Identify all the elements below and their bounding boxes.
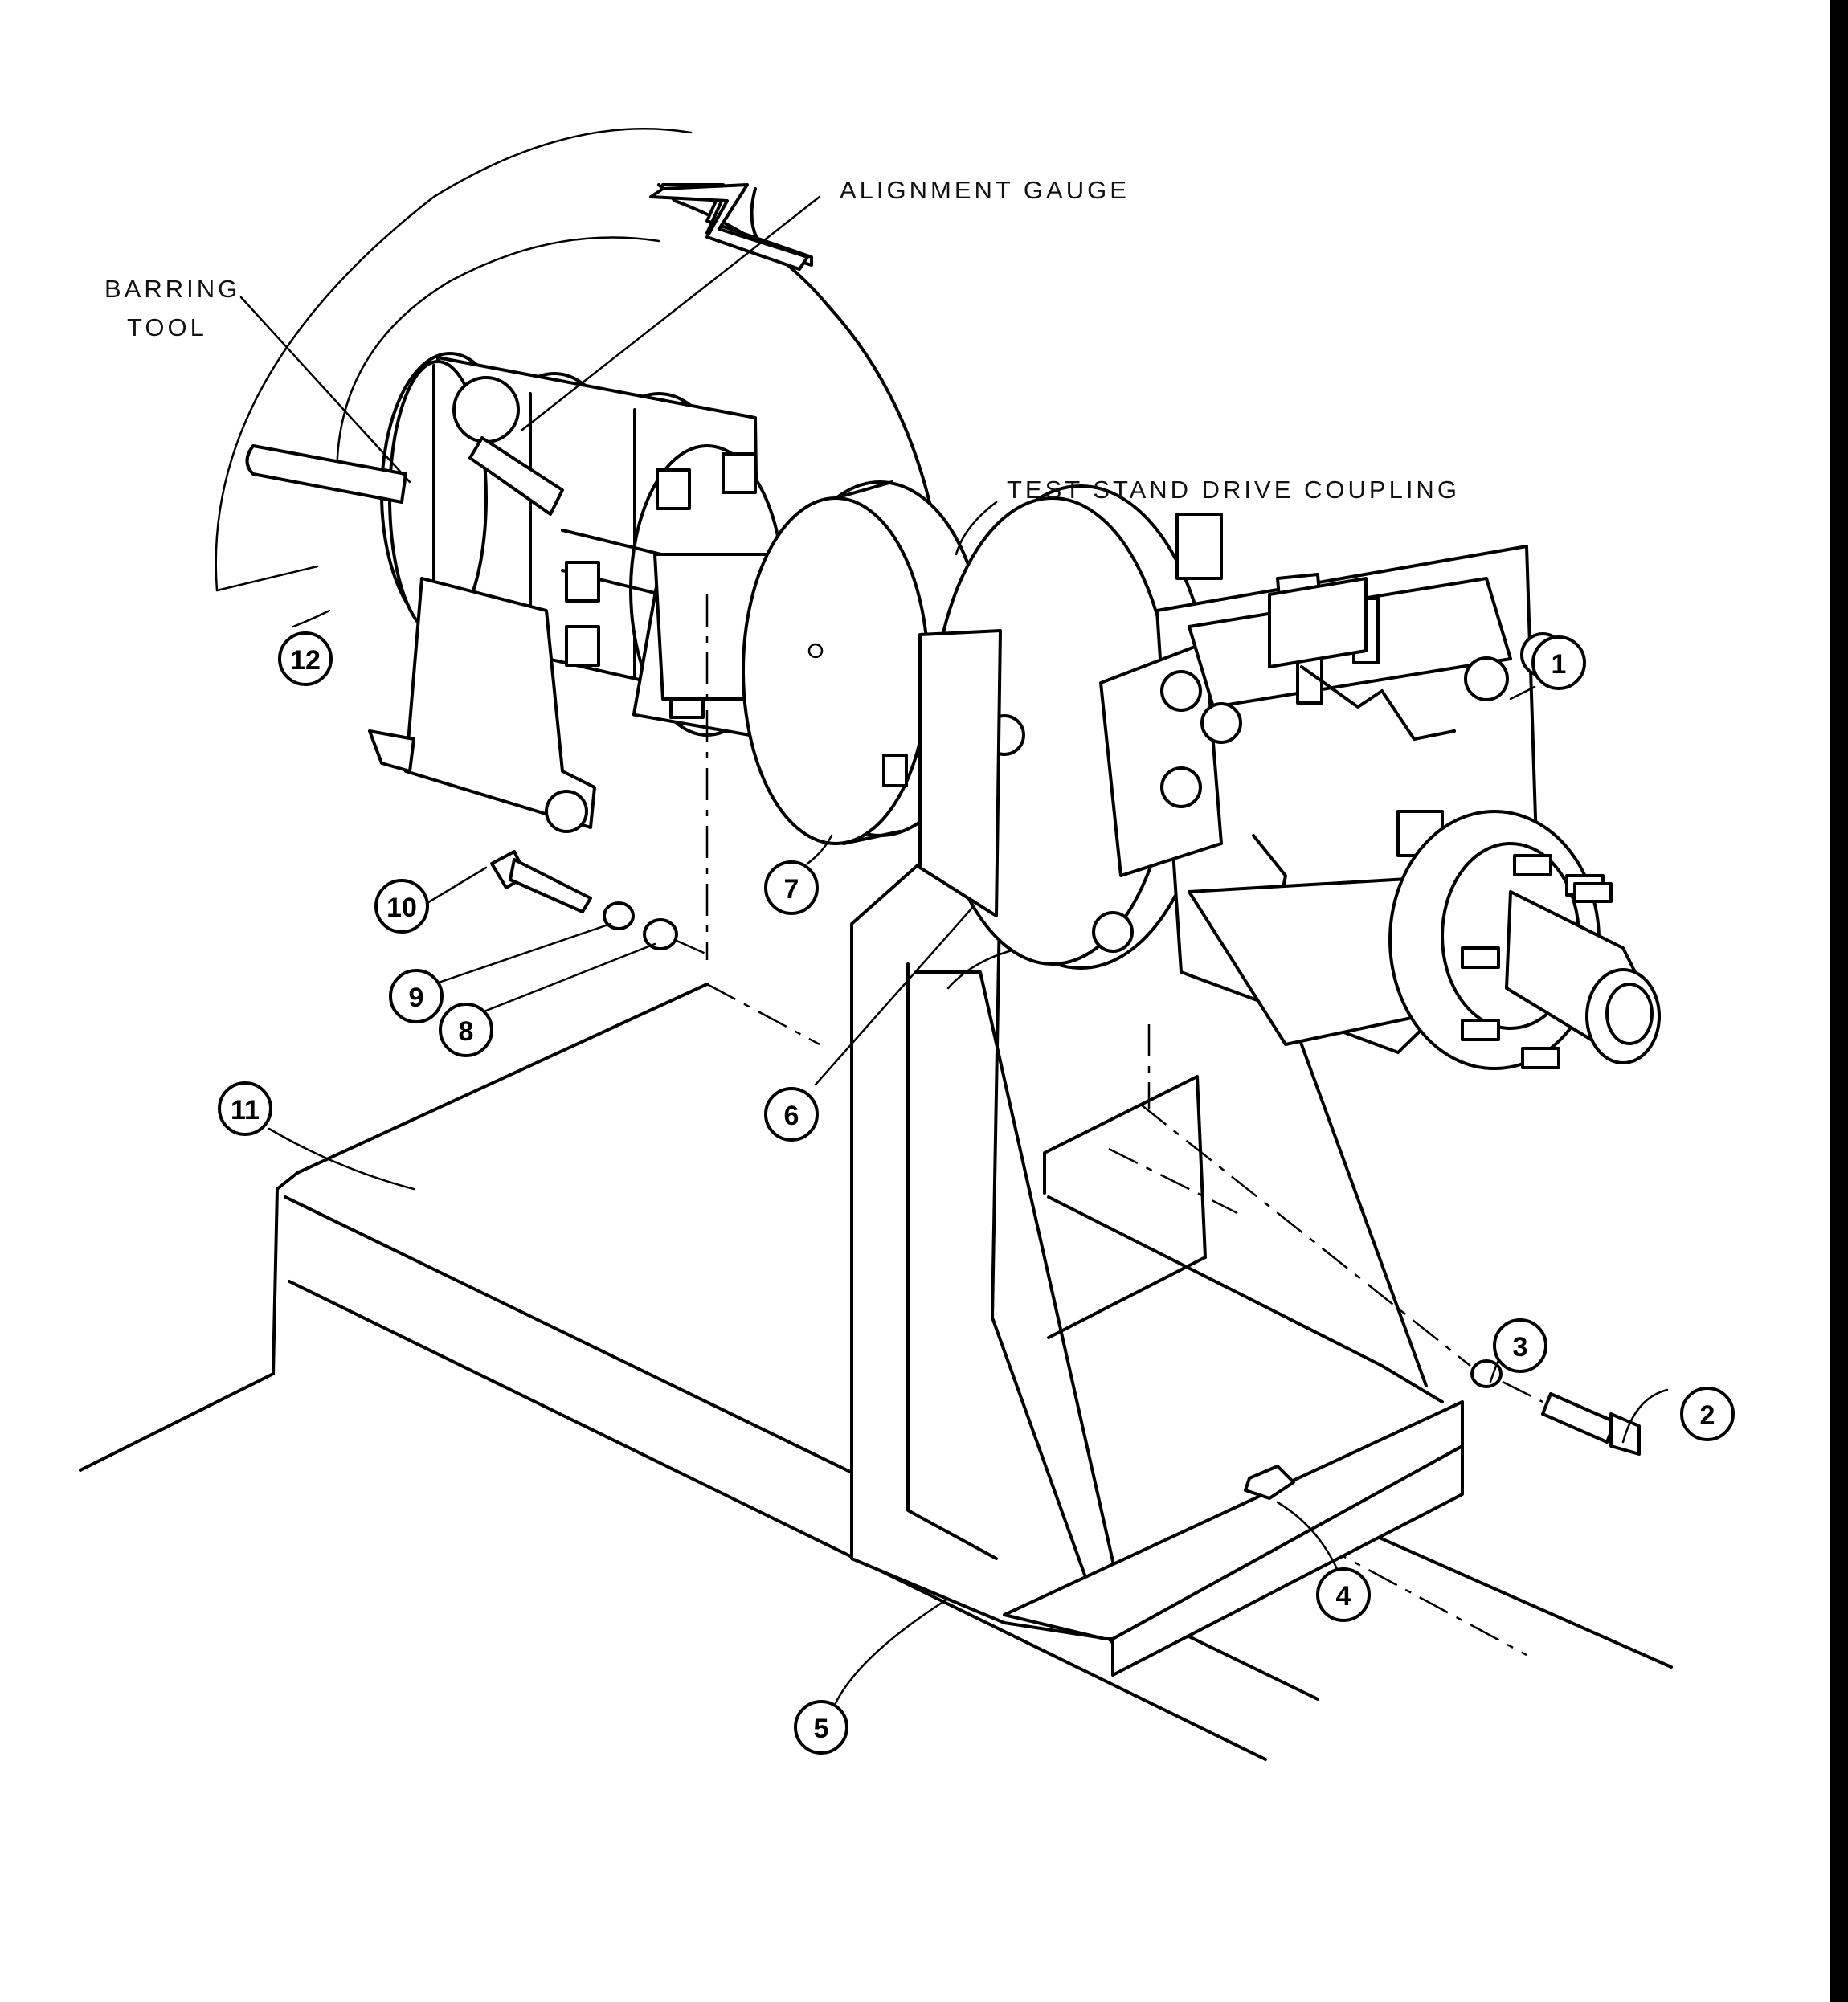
item-callout-9: 9: [389, 969, 444, 1023]
item-callout-4: 4: [1316, 1567, 1371, 1622]
svg-text:1: 1: [1552, 649, 1567, 680]
pump-drive-hub: [1388, 810, 1661, 1070]
svg-text:9: 9: [409, 983, 424, 1013]
alignment-gauge-label: ALIGNMENT GAUGE: [840, 176, 1130, 204]
base-bolt: [1244, 1465, 1295, 1500]
svg-text:6: 6: [784, 1101, 799, 1131]
barring-tool-label: BARRING TOOL: [104, 275, 240, 341]
item-callout-2: 2: [1680, 1387, 1735, 1441]
svg-text:3: 3: [1513, 1332, 1528, 1363]
item-callout-12: 12: [278, 631, 333, 686]
page-edge-bar: [1830, 0, 1848, 2002]
svg-text:10: 10: [386, 893, 417, 923]
svg-text:4: 4: [1336, 1581, 1351, 1612]
svg-text:12: 12: [290, 645, 321, 676]
barring-tool-handle: [245, 376, 564, 516]
item-callout-1: 1: [1531, 635, 1586, 690]
svg-text:8: 8: [459, 1016, 474, 1047]
item-callout-11: 11: [218, 1081, 272, 1136]
item-callout-5: 5: [794, 1700, 848, 1755]
pedestal-bracket: [850, 858, 1464, 1677]
svg-text:7: 7: [784, 874, 799, 905]
item-callout-8: 8: [439, 1003, 493, 1057]
svg-text:5: 5: [814, 1714, 829, 1744]
test-stand-bench: [79, 983, 1673, 1761]
pump-mount-hardware: [1140, 1104, 1641, 1456]
item-callout-6: 6: [764, 1087, 819, 1142]
svg-text:2: 2: [1700, 1400, 1715, 1431]
drive-coupling-label: TEST STAND DRIVE COUPLING: [1007, 476, 1460, 504]
item-callout-7: 7: [764, 860, 819, 915]
svg-text:11: 11: [231, 1095, 260, 1126]
item-callout-3: 3: [1493, 1318, 1547, 1373]
svg-text:TOOL: TOOL: [127, 313, 207, 341]
svg-text:BARRING: BARRING: [104, 275, 240, 303]
gauge-mount-hardware: [490, 850, 712, 958]
item-callout-10: 10: [374, 879, 429, 934]
